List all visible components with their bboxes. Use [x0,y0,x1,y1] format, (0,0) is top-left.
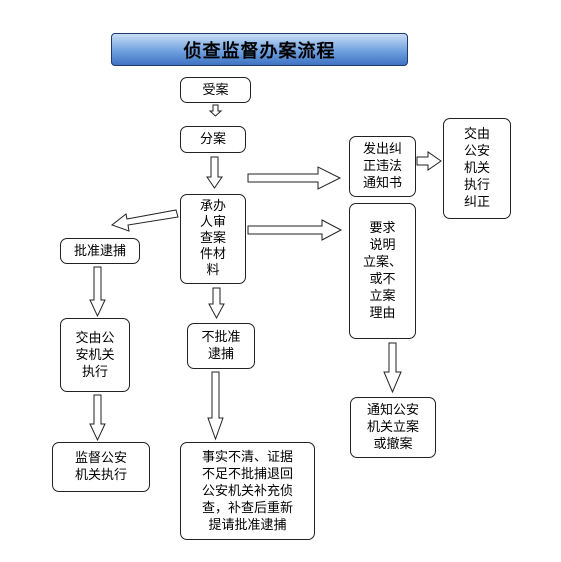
arrow-assign-to-review [206,156,223,189]
node-disapprove-arrest: 不批准 逮捕 [187,323,255,369]
node-assign-case: 分案 [180,126,246,153]
node-insufficient-evidence: 事实不清、证据 不足不批捕退回 公安机关补充侦 查，补查后重新 提请批准逮捕 [180,442,315,540]
node-notify-police: 通知公安 机关立案 或撤案 [350,397,436,458]
arrow-execute-to-supervise [89,394,106,442]
node-correction-notice: 发出纠 正违法 通知书 [349,136,416,197]
arrow-disapprove-to-insufficient [207,371,224,441]
node-police-execute: 交由公 安机关 执行 [60,318,130,392]
node-accept-case: 受案 [180,77,251,103]
arrow-approve-to-execute [89,266,106,318]
node-supervise-execution: 监督公安 机关执行 [52,442,150,492]
node-approve-arrest: 批准逮捕 [60,238,140,264]
arrow-review-to-approve [110,209,179,232]
arrow-explain-to-notify [383,342,402,394]
arrow-review-to-disapprove [208,287,225,320]
arrow-accept-to-assign [208,104,223,117]
flowchart-title: 侦查监督办案流程 [111,33,408,66]
node-police-correct: 交由 公安 机关 执行 纠正 [443,118,511,219]
arrow-correction-to-police [416,151,442,171]
arrow-review-to-correction [247,166,342,190]
node-review-materials: 承办 人审 查案 件材 料 [180,194,246,284]
node-explain-reason: 要求 说明 立案、 或不 立案 理由 [349,203,416,339]
arrow-review-to-explain [247,219,343,241]
